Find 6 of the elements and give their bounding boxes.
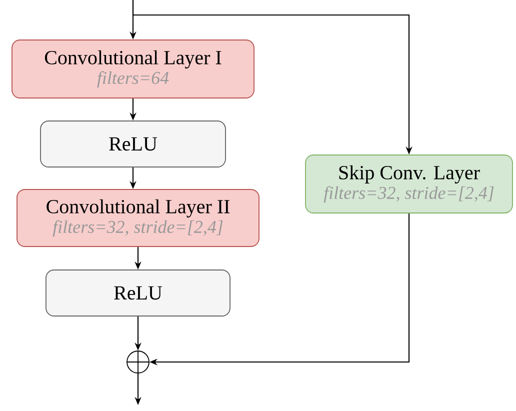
activation-box: ReLU: [40, 120, 226, 168]
layer-box: Skip Conv. Layer filters=32, stride=[2,4]: [305, 154, 513, 214]
layer-box: Convolutional Layer I filters=64: [12, 40, 254, 98]
layer-box: Convolutional Layer II filters=32, stride=[2,4]: [16, 189, 260, 247]
activation-box: ReLU: [46, 270, 230, 316]
sum-circle: [126, 350, 150, 374]
